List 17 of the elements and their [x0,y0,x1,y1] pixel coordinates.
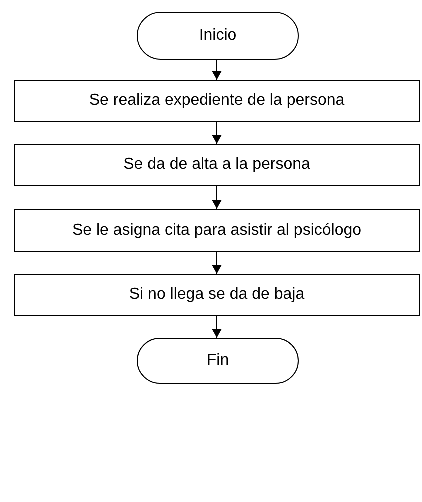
arrow [212,122,222,144]
process-box [14,274,420,316]
terminal-shape [137,338,299,384]
arrow [212,316,222,338]
arrow [212,60,222,80]
node-text: Inicio [199,27,237,45]
process-box [14,209,420,252]
node-text: Fin [206,352,230,370]
process-box [14,80,420,122]
process-box [14,144,420,186]
arrow [212,186,222,210]
terminal-shape [137,12,299,60]
node-text: Si no llega se da de baja [129,286,305,304]
node-text: Se realiza expediente de la persona [89,92,345,110]
node-text: Se da de alta a la persona [124,156,310,174]
node-text: Se le asigna cita para asistir al psicólogo [72,222,362,240]
arrow [212,252,222,274]
